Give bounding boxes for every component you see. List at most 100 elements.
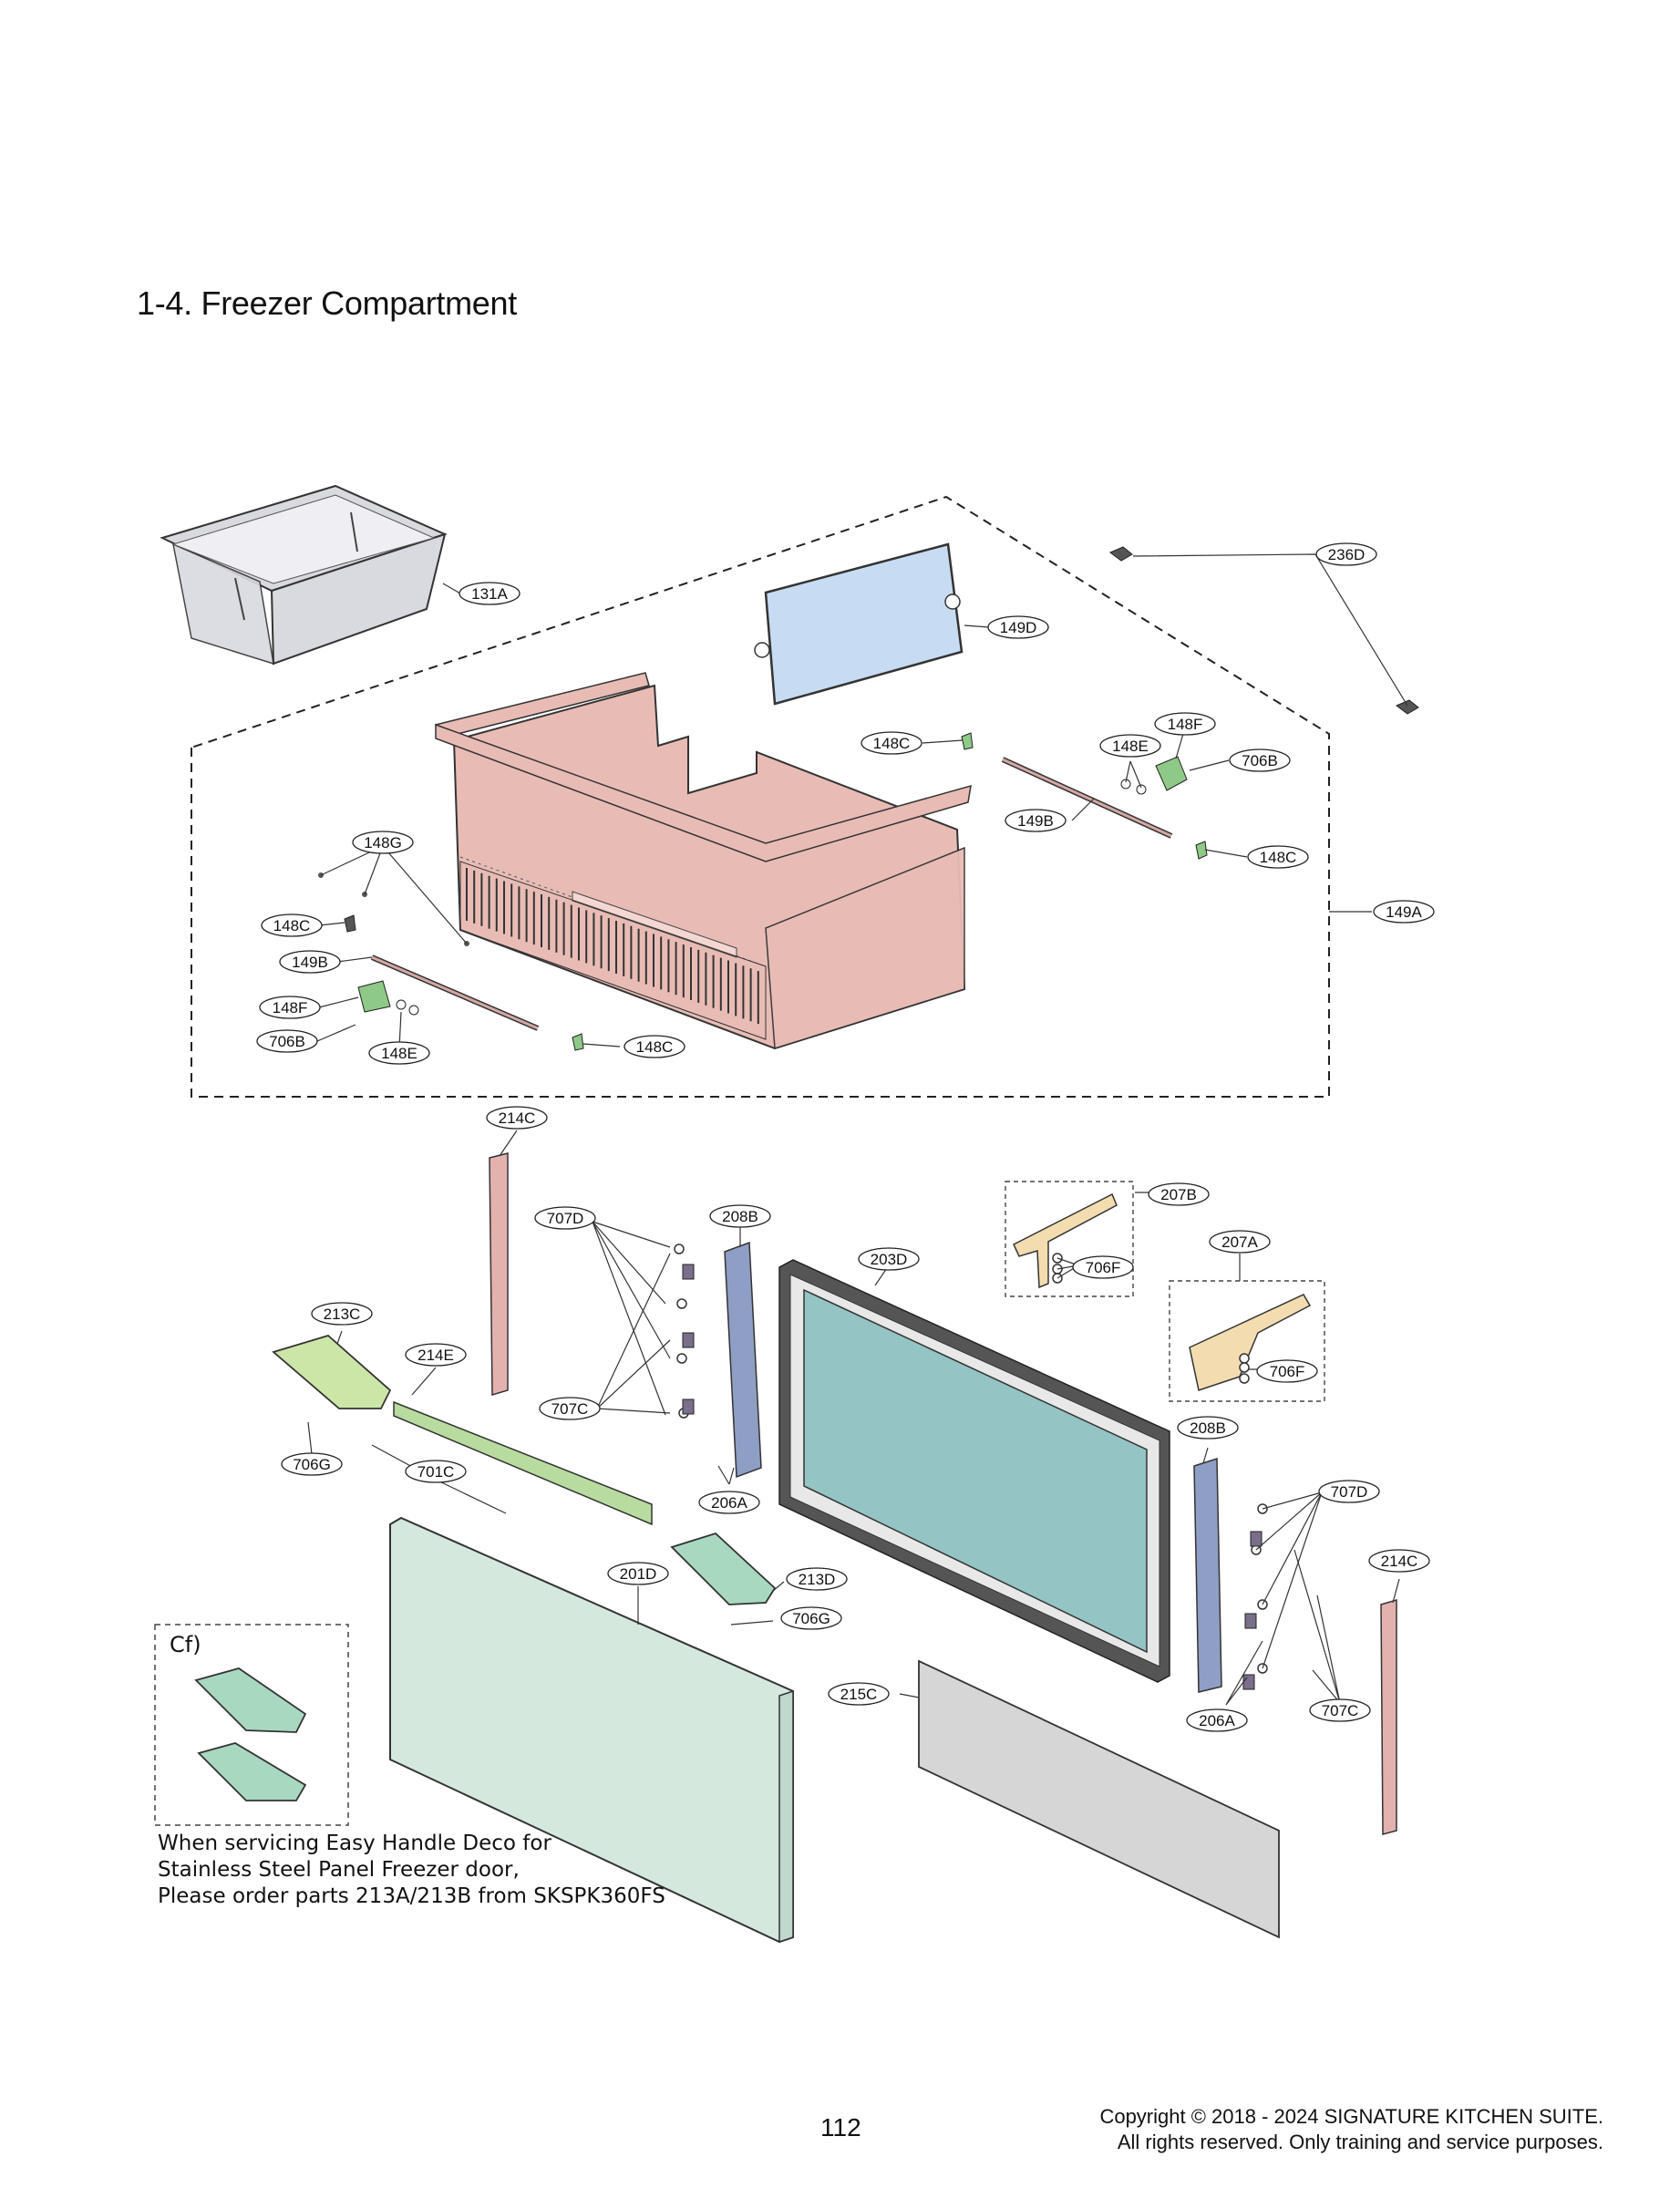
service-note: When servicing Easy Handle Deco for Stai… — [158, 1831, 665, 1910]
screw — [1239, 1353, 1250, 1364]
callout-label: 706G — [792, 1610, 830, 1627]
callout-label: 213D — [799, 1571, 836, 1588]
callout-label: 706F — [1086, 1259, 1121, 1276]
service-note-line: When servicing Easy Handle Deco for — [158, 1832, 551, 1855]
leader-lines — [307, 553, 1408, 1706]
callouts: 131A 149D 236D 148F 148E 148C 706B 149B 148C 149A… — [256, 542, 1435, 1732]
callout-label: 148G — [364, 834, 402, 851]
callout-label: 215C — [840, 1686, 878, 1703]
screw — [674, 1244, 685, 1254]
callout-label: 706B — [1242, 752, 1278, 769]
callout-148e: 148E — [368, 1041, 430, 1065]
callout-213d: 213D — [786, 1567, 848, 1591]
callout-148f: 148F — [259, 996, 321, 1019]
callout-label: 131A — [471, 585, 508, 603]
callout-148c: 148C — [1247, 845, 1309, 869]
callout-label: 707C — [1322, 1702, 1359, 1719]
callout-206a: 206A — [698, 1491, 760, 1514]
callout-208b: 208B — [709, 1204, 771, 1228]
callout-707c: 707C — [1309, 1698, 1371, 1722]
callout-label: 148C — [636, 1038, 674, 1056]
drawer-vents — [466, 868, 759, 1025]
callout-149b: 149B — [1005, 809, 1067, 832]
callout-148c: 148C — [624, 1035, 685, 1058]
callout-label: 706G — [293, 1456, 331, 1473]
part-213c-deco — [272, 1334, 392, 1409]
callout-label: 214E — [417, 1347, 454, 1364]
callout-label: 707D — [547, 1210, 584, 1227]
callout-701c: 701C — [405, 1460, 467, 1483]
callout-label: 148C — [873, 735, 911, 752]
inset-label: Cf) — [170, 1632, 201, 1657]
nut — [682, 1398, 695, 1415]
callout-label: 206A — [711, 1494, 747, 1512]
part-149b-rails — [370, 757, 1173, 1031]
callout-203d: 203D — [858, 1247, 920, 1271]
callout-706g: 706G — [281, 1452, 343, 1476]
callout-706f: 706F — [1256, 1359, 1318, 1383]
copyright: Copyright © 2018 - 2024 SIGNATURE KITCHE… — [1099, 2104, 1603, 2155]
service-note-line: Please order parts 213A/213B from SKSPK3… — [158, 1884, 665, 1908]
part-214c-handle-right — [1380, 1598, 1397, 1835]
part-208b-guide-left — [724, 1241, 762, 1479]
callout-206a: 206A — [1186, 1708, 1248, 1732]
part-131a-bin — [160, 484, 448, 666]
screw — [676, 1298, 687, 1309]
callout-label: 208B — [722, 1208, 758, 1225]
nut — [682, 1264, 695, 1280]
copyright-line: Copyright © 2018 - 2024 SIGNATURE KITCHE… — [1099, 2105, 1603, 2128]
part-208b-guide-right — [1193, 1457, 1222, 1693]
callout-706b: 706B — [1229, 748, 1291, 772]
part-215c-strip — [918, 1659, 1280, 1939]
screw — [1239, 1362, 1250, 1373]
part-207b-bracket — [1005, 1181, 1134, 1297]
callout-707d: 707D — [1318, 1480, 1380, 1503]
callout-131a: 131A — [459, 582, 520, 605]
part-213d-deco — [670, 1532, 777, 1605]
part-drawer-body — [435, 672, 972, 1050]
callout-label: 203D — [871, 1251, 908, 1268]
callout-707d: 707D — [534, 1206, 596, 1230]
callout-706g: 706G — [780, 1606, 842, 1630]
nut — [682, 1332, 695, 1348]
callout-label: 207A — [1221, 1233, 1258, 1251]
part-203d-glass-frame — [778, 1259, 1170, 1683]
callout-label: 706B — [269, 1033, 305, 1050]
callout-215c: 215C — [828, 1682, 890, 1706]
callout-label: 148F — [273, 999, 308, 1017]
callout-149a: 149A — [1373, 900, 1435, 924]
callout-label: 707C — [551, 1400, 589, 1418]
callout-148c: 148C — [861, 731, 922, 755]
callout-207b: 207B — [1148, 1182, 1210, 1206]
callout-706b: 706B — [256, 1029, 318, 1053]
inset-cf — [154, 1624, 349, 1826]
drawer-hardware — [318, 732, 1208, 1051]
copyright-line: All rights reserved. Only training and s… — [1117, 2131, 1603, 2153]
callout-201d: 201D — [607, 1562, 669, 1585]
callout-148f: 148F — [1154, 712, 1216, 736]
callout-213c: 213C — [311, 1302, 373, 1326]
callout-149b: 149B — [279, 950, 341, 974]
page-title: 1-4. Freezer Compartment — [137, 284, 517, 322]
callout-label: 213C — [324, 1306, 361, 1323]
nut — [1250, 1531, 1263, 1547]
callout-label: 149B — [292, 954, 328, 971]
callout-214e: 214E — [405, 1343, 467, 1367]
page-number: 112 — [820, 2113, 861, 2142]
callout-label: 201D — [620, 1565, 657, 1583]
callout-149d: 149D — [987, 615, 1049, 639]
callout-208b: 208B — [1177, 1416, 1239, 1440]
callout-label: 701C — [417, 1463, 455, 1481]
part-214c-handle-left — [489, 1152, 509, 1396]
callout-label: 207B — [1160, 1186, 1197, 1203]
callout-label: 148F — [1168, 716, 1203, 733]
callout-label: 214C — [499, 1109, 536, 1127]
callout-label: 706F — [1270, 1363, 1305, 1380]
part-236d-clips — [1109, 546, 1419, 715]
callout-label: 149D — [1000, 619, 1037, 636]
callout-148e: 148E — [1099, 734, 1161, 758]
nut — [1244, 1613, 1257, 1629]
callout-label: 236D — [1328, 546, 1366, 563]
callout-label: 149B — [1017, 812, 1054, 830]
